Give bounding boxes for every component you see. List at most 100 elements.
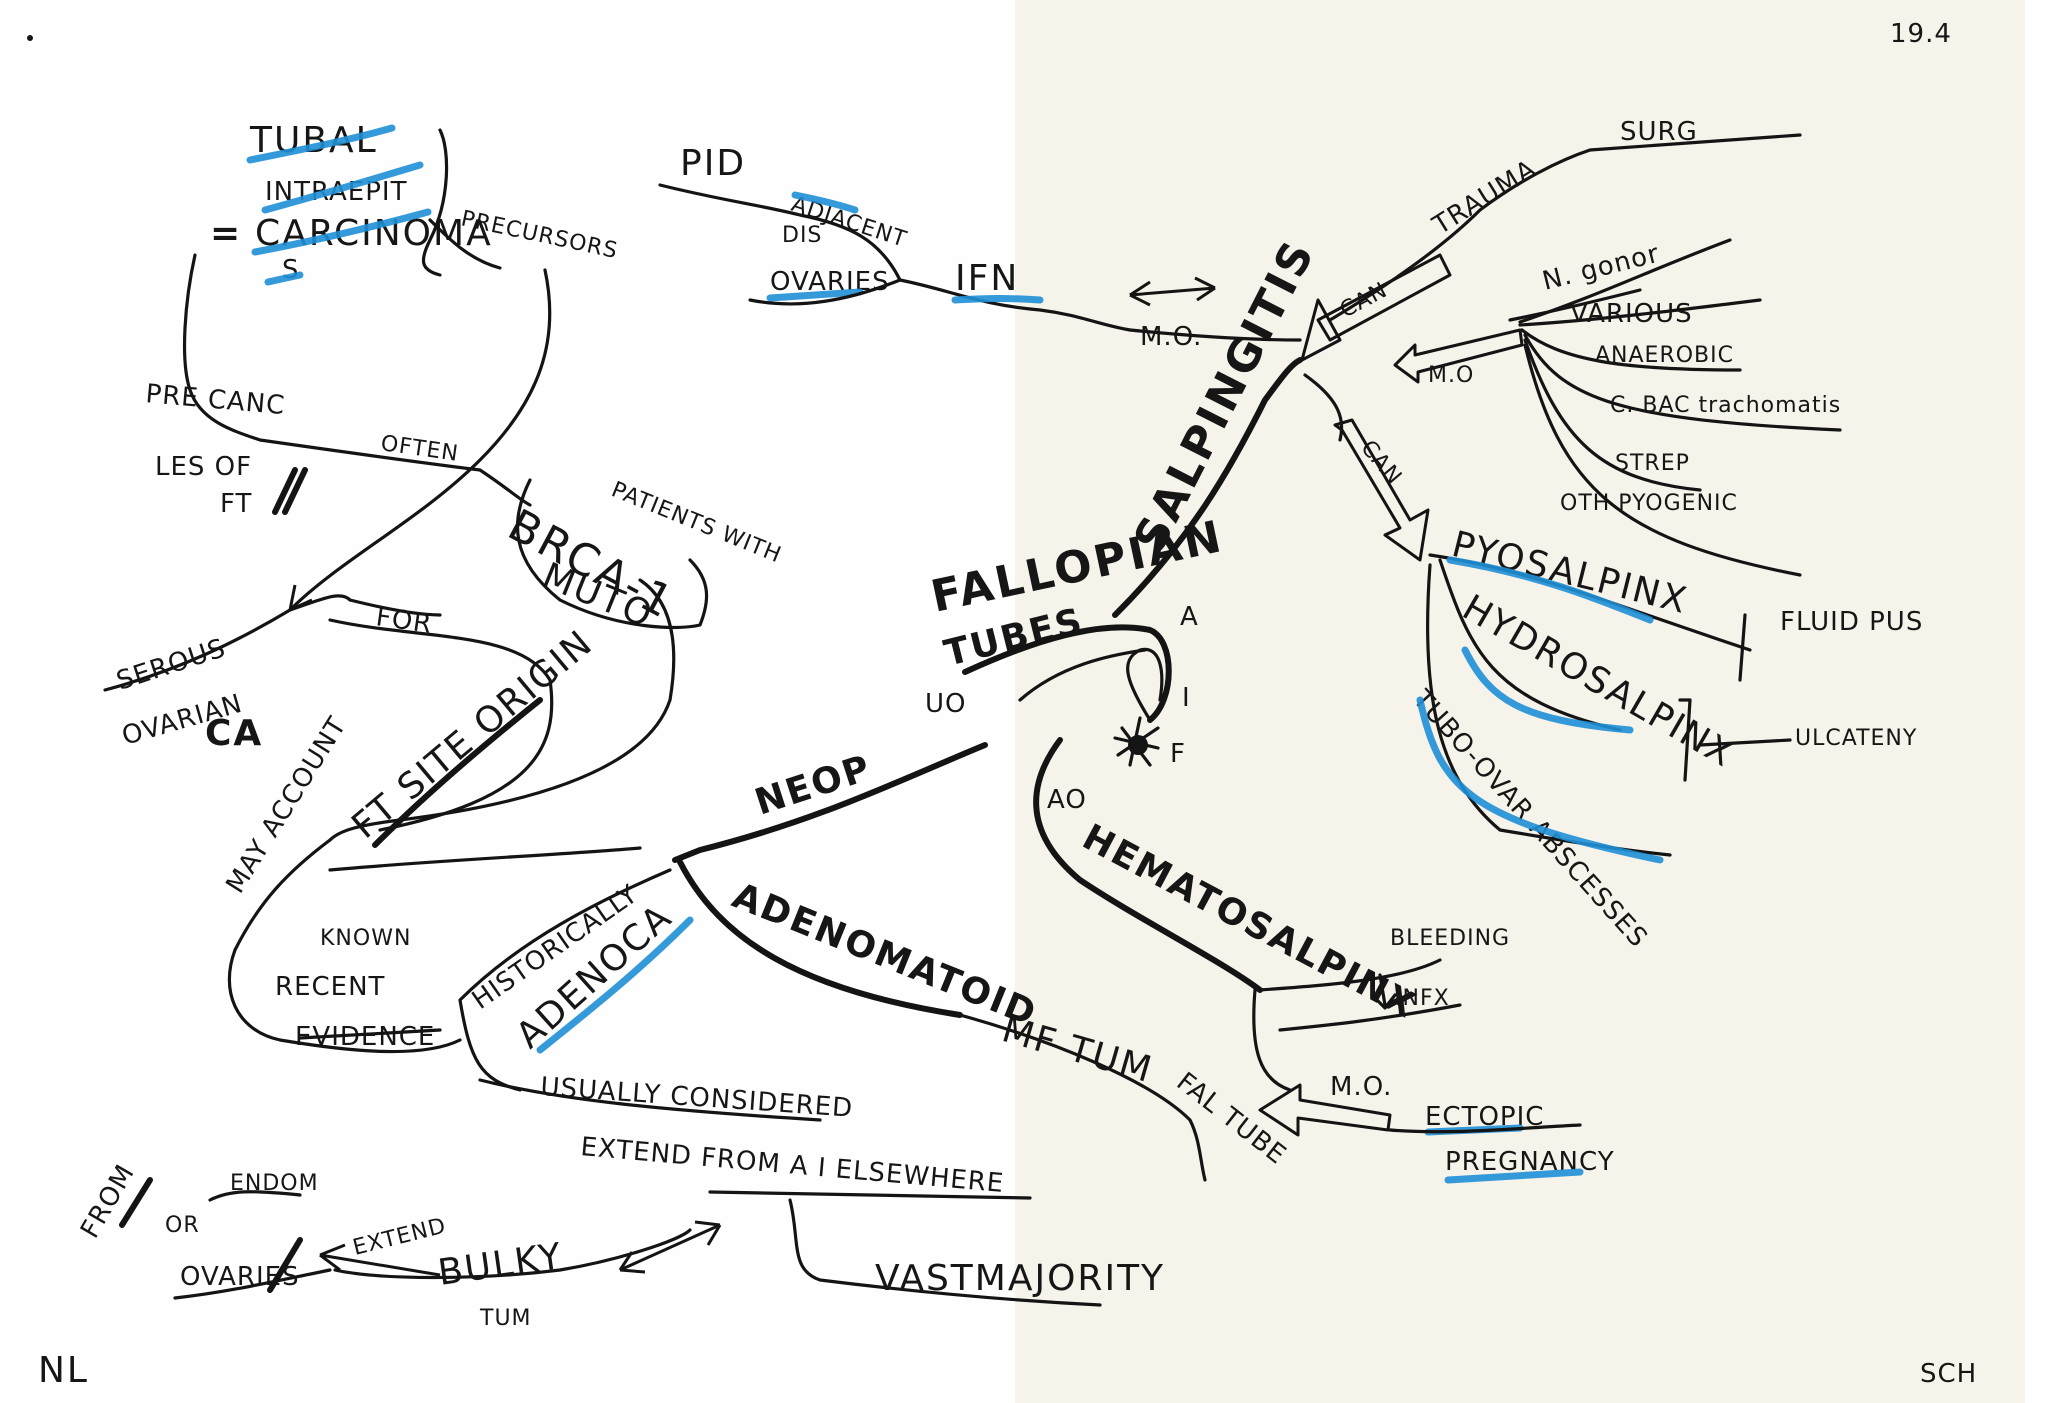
ft-label: FT [220,489,252,519]
neop-ovaries-underline [173,1268,332,1300]
right-initials: SCH [1920,1359,1977,1389]
pyosalpinx-highlight [1446,556,1654,624]
ifn-label: IFN [955,258,1019,299]
precursors-arrow-branch [288,268,552,612]
for-curve [328,618,554,832]
org-gonor: N. gonor [1539,239,1662,297]
ink-dot [27,35,33,41]
bleeding-label: BLEEDING [1390,926,1510,951]
bulky-double-arrow-icon [618,1220,722,1274]
trauma-label: TRAUMA [1427,154,1542,241]
paper-edge [2025,0,2048,1403]
bleeding-branch [1258,958,1442,992]
from-strike [119,1177,153,1228]
neop-branch [672,742,988,863]
hydrosalpinx-branch [1438,558,1622,732]
org-chlamydia: C. BAC trachomatis [1610,393,1841,418]
serous-branch [103,594,352,692]
usually-branch [478,1078,822,1122]
org-pyogenic-branch [1523,343,1802,577]
historically-branch [458,868,672,1092]
can2-branch [1303,373,1344,442]
org-chlamydia-branch [1523,333,1842,432]
tic-bracket [421,128,449,277]
tic-carcinoma-highlight [251,208,432,256]
evidence-curve [227,838,462,1054]
can-arrow-icon [1316,253,1452,342]
or-label: OR [165,1213,200,1238]
tube-lower-branch [1018,648,1147,702]
trauma-branch [1328,133,1802,322]
ectopic-arrow-icon [1258,1083,1392,1137]
can2-arrow-icon [1333,418,1430,562]
ovaries-highlight [766,288,864,302]
salpingitis-triangle-icon [1300,298,1342,362]
recent-label: RECENT [275,972,385,1002]
serous-label: SEROUS [113,633,230,696]
adenoca-highlight [536,916,694,1054]
fluid-label: FLUID PUS [1780,607,1923,637]
brca-lower-curve [328,578,676,842]
neop-label: NEOP [750,748,877,824]
bracket-right [1738,613,1747,682]
organisms-stem [1508,288,1642,322]
ft-site-underline [372,697,543,848]
ectopic-stem [1252,988,1292,1092]
often-label: OFTEN [379,431,460,467]
tic-equals: = [210,213,242,254]
org-various: VARIOUS [1570,299,1693,329]
infx-label: INFX [1395,986,1450,1011]
tubo-ovar-highlight [1416,696,1664,864]
adjacent-highlight [791,191,859,214]
hydrosalpinx-label: HYDROSALPINX [1456,587,1742,776]
ovaries-strike [267,1237,303,1293]
hydrosalpinx-highlight [1461,646,1634,734]
pid-mo-label: M.O. [1140,322,1202,352]
mo-join-branch [1128,328,1302,342]
known-label: KNOWN [320,926,411,951]
for-underline [348,598,442,617]
ft-site-baseline [328,846,642,872]
ectopic-branch [1388,1123,1582,1134]
extend2-arrow-icon [319,1243,441,1277]
adenomatoid-branch [677,859,963,1018]
tube-part-a: A [1180,602,1199,632]
pid-branch [658,183,902,282]
pid-label: PID [680,143,746,184]
tube-part-uo: UO [925,689,967,719]
hematosalpinx-branch [1033,737,1263,993]
from-label: FROM [75,1159,141,1243]
vast-label: VASTMAJORITY [875,1258,1165,1299]
evidence-strike [298,1028,442,1040]
paper-right-half [1015,0,2025,1403]
extend2-label: EXTEND [350,1214,449,1261]
vast-branch [788,1198,1102,1307]
les-of-label: LES OF [155,452,252,482]
bulky-branch [333,1228,692,1280]
ft-site-label: FT SITE ORIGIN [344,622,601,847]
tubo-ovar-label-part1: TUBO-OVAR ABSCESSES [1406,684,1653,954]
org-anaerobic: ANAEROBIC [1595,343,1734,368]
org-various-branch [1518,298,1762,327]
org-gonor-branch [1518,238,1732,324]
org-strep-branch [1523,338,1702,492]
ca-label: CA [205,713,263,754]
dis-label: DIS [782,223,822,248]
double-arrow-icon [1129,276,1216,307]
org-strep: STREP [1615,451,1690,476]
org-mo-label: M.O [1428,363,1474,388]
salpingitis-branch [1112,357,1303,618]
salpingitis-title: SALPINGITIS [1124,231,1325,560]
mo2-label: M.O. [1330,1072,1392,1102]
tic-tubal-highlight [246,124,396,164]
ifn-highlight [951,295,1044,304]
tum-label: TUM [479,1306,532,1331]
date-label: 19.4 [1890,19,1952,49]
precanc-curve [182,253,532,507]
can-label: CAN [1336,278,1392,323]
pregnancy-highlight [1444,1168,1584,1184]
extend-label: EXTEND FROM A I ELSEWHERE [579,1132,1005,1199]
tube-part-f: F [1170,739,1186,769]
